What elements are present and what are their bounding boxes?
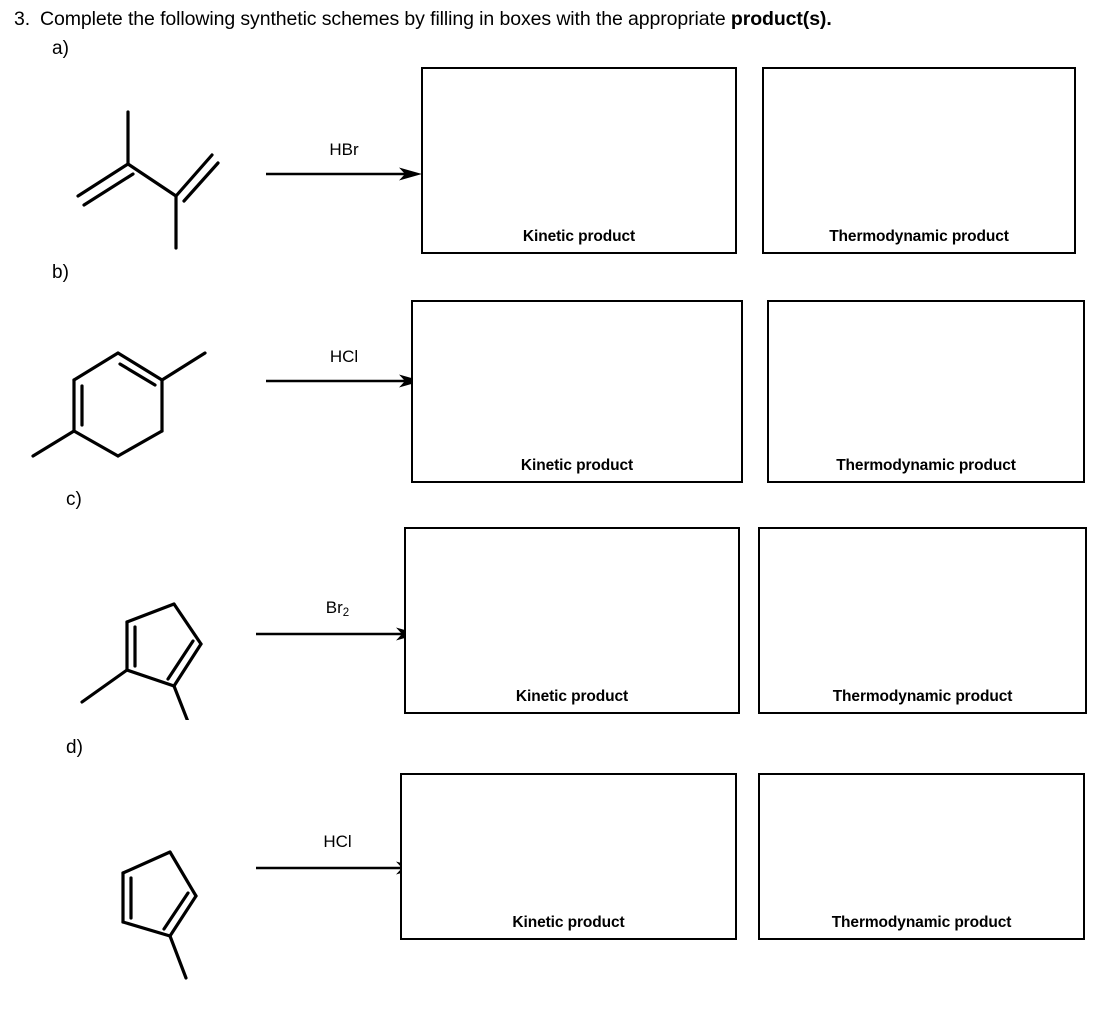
question-text-bold: product(s). [730, 8, 832, 30]
molecule-1-methylcyclopentadiene [70, 830, 210, 980]
molecule-2-3-dimethyl-1-3-butadiene [70, 108, 220, 253]
reaction-arrow-d: HCl [255, 832, 420, 876]
part-letter-c: c) [66, 489, 82, 510]
answer-box-a-thermodynamic[interactable]: Thermodynamic product [762, 67, 1076, 254]
part-letter-a: a) [52, 38, 69, 59]
answer-box-c-kinetic[interactable]: Kinetic product [404, 527, 740, 714]
answer-box-label-kinetic: Kinetic product [520, 457, 634, 474]
reaction-arrow-c: Br2 [255, 598, 420, 642]
question-text: Complete the following synthetic schemes… [40, 8, 731, 30]
reaction-arrow-a: HBr [265, 140, 423, 182]
reaction-arrow-b: HCl [265, 347, 423, 389]
answer-box-label-kinetic: Kinetic product [522, 228, 636, 245]
answer-box-b-kinetic[interactable]: Kinetic product [411, 300, 743, 483]
answer-box-label-kinetic: Kinetic product [512, 914, 625, 931]
answer-box-label-thermodynamic: Thermodynamic product [836, 457, 1016, 474]
answer-box-c-thermodynamic[interactable]: Thermodynamic product [758, 527, 1087, 714]
arrow-icon [256, 861, 419, 875]
part-letter-d: d) [66, 737, 83, 758]
answer-box-d-kinetic[interactable]: Kinetic product [400, 773, 737, 940]
answer-box-d-thermodynamic[interactable]: Thermodynamic product [758, 773, 1085, 940]
answer-box-label-thermodynamic: Thermodynamic product [829, 228, 1009, 245]
arrow-icon [256, 627, 419, 641]
answer-box-label-thermodynamic: Thermodynamic product [832, 688, 1013, 705]
arrow-icon [266, 167, 422, 181]
answer-box-label-kinetic: Kinetic product [515, 688, 629, 705]
answer-box-a-kinetic[interactable]: Kinetic product [421, 67, 737, 254]
reagent-label-c: Br2 [325, 598, 350, 619]
arrow-icon [266, 374, 422, 388]
part-letter-b: b) [52, 262, 69, 283]
reagent-label-d: HCl [323, 832, 352, 851]
molecule-1-4-dimethyl-1-4-cyclohexadiene [30, 312, 210, 458]
molecule-1-2-dimethylcyclopentadiene [70, 580, 210, 720]
reagent-label-a: HBr [329, 140, 359, 159]
answer-box-b-thermodynamic[interactable]: Thermodynamic product [767, 300, 1085, 483]
reagent-label-b: HCl [329, 347, 359, 366]
question-header: 3. Complete the following synthetic schem… [14, 6, 1109, 32]
answer-box-label-thermodynamic: Thermodynamic product [831, 914, 1012, 931]
question-number: 3. [14, 8, 31, 30]
